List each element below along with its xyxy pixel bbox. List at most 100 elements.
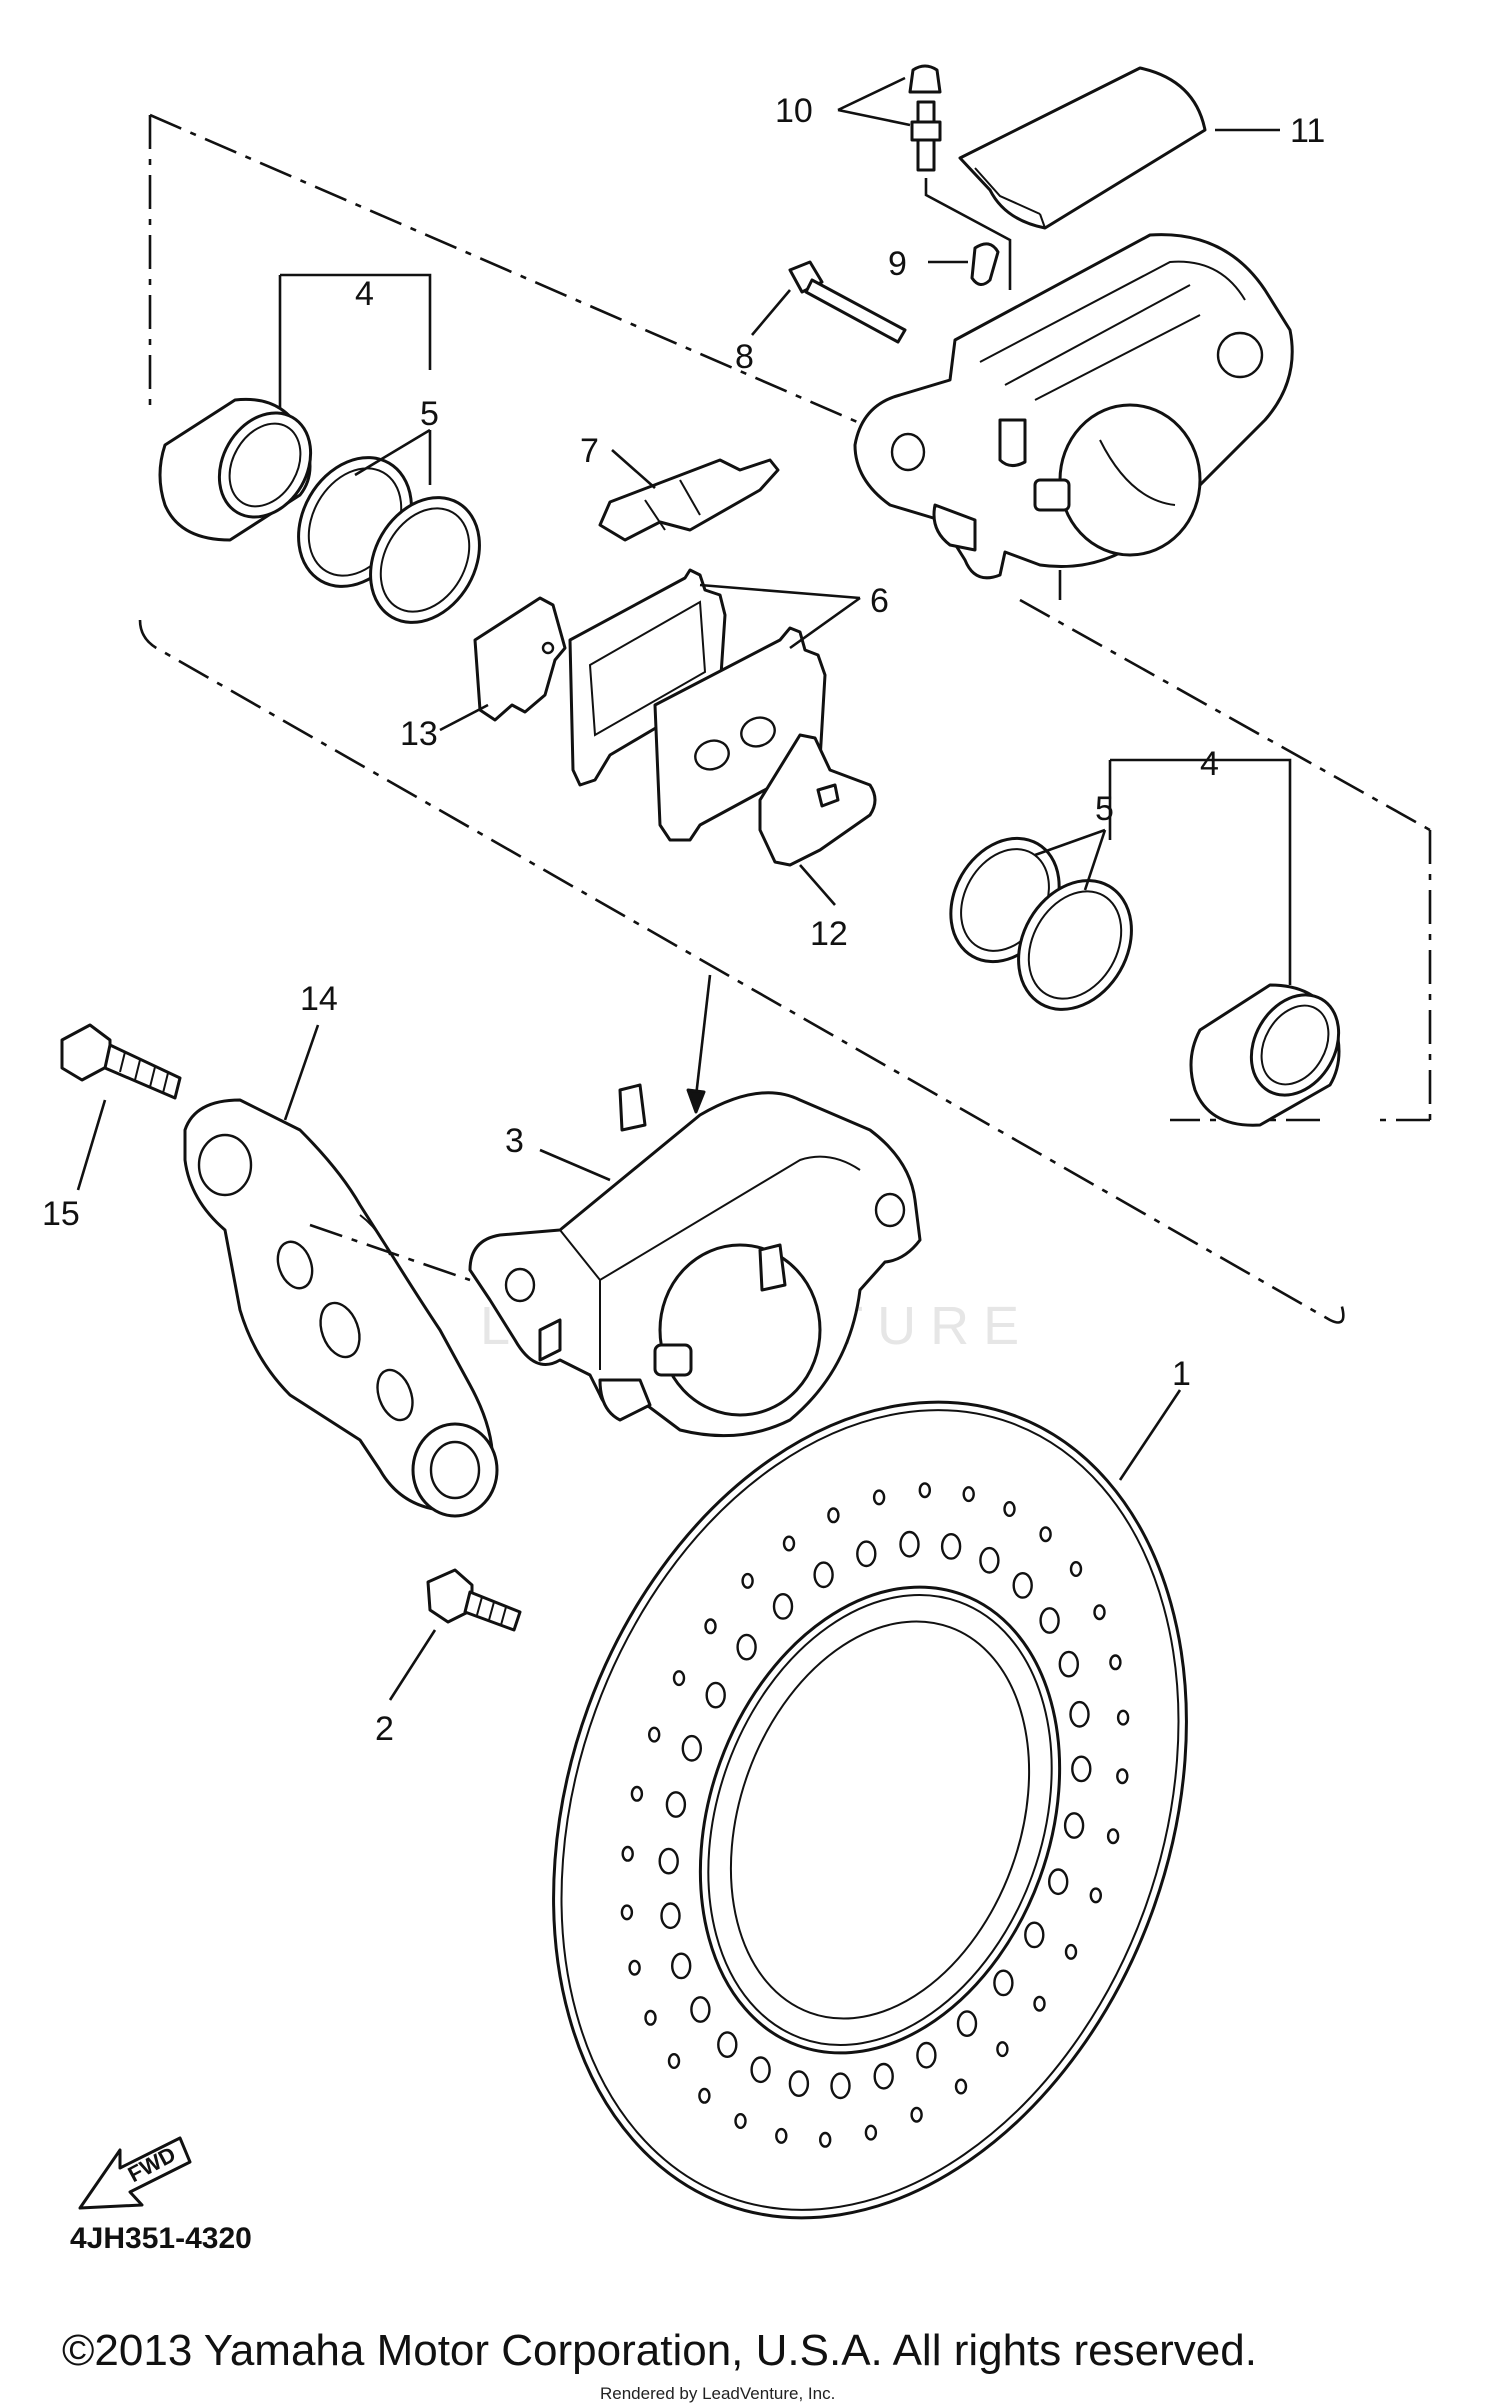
- callout-7: 7: [580, 432, 599, 470]
- disc-hole: [750, 2056, 771, 2084]
- bolt-part-15[interactable]: [60, 1023, 182, 1100]
- disc-hole: [819, 2131, 832, 2148]
- bleed-screw-part-10[interactable]: [908, 64, 1012, 290]
- pad-shim-part-12[interactable]: [758, 733, 877, 867]
- disc-hole: [788, 2070, 810, 2098]
- disc-hole: [741, 1572, 754, 1589]
- pad-pin-part-8[interactable]: [788, 260, 907, 344]
- callout-8: 8: [735, 338, 754, 376]
- disc-hole: [1033, 1995, 1046, 2012]
- disc-hole: [620, 1904, 634, 1921]
- disc-hole: [827, 1507, 840, 1524]
- disc-hole: [873, 2062, 894, 2090]
- disc-hole: [775, 2127, 788, 2144]
- pad-spring-part-7[interactable]: [598, 458, 780, 542]
- callout-4-lower: 4: [1200, 745, 1219, 783]
- disc-hole: [940, 1533, 962, 1560]
- disc-hole: [910, 2106, 923, 2123]
- disc-hole: [660, 1902, 681, 1930]
- callout-15: 15: [42, 1195, 80, 1233]
- piston-part-4-lower[interactable]: [1189, 979, 1356, 1127]
- disc-hole: [918, 1482, 931, 1499]
- disc-hole: [864, 2124, 878, 2141]
- disc-hole: [830, 2072, 851, 2100]
- disc-hole: [916, 2041, 937, 2069]
- disc-hole: [734, 2112, 747, 2129]
- disc-hole: [1116, 1709, 1130, 1726]
- brake-disc-part-1[interactable]: [444, 1313, 1295, 2308]
- callout-9: 9: [888, 245, 907, 283]
- pad-shim-part-13[interactable]: [473, 596, 567, 722]
- disc-hole: [1003, 1500, 1016, 1517]
- callout-1: 1: [1172, 1355, 1191, 1393]
- disc-hole: [1039, 1607, 1060, 1634]
- disc-hole: [1106, 1828, 1120, 1845]
- callout-4-upper: 4: [355, 275, 374, 313]
- disc-hole: [630, 1785, 644, 1802]
- forward-direction-arrow: FWD: [78, 2136, 192, 2210]
- disc-ventilation-holes: [620, 1482, 1130, 2148]
- disc-hole: [1039, 1526, 1052, 1543]
- disc-hole: [1093, 1604, 1106, 1621]
- callout-10: 10: [775, 92, 813, 130]
- disc-hole: [658, 1847, 679, 1875]
- brake-pads-part-6[interactable]: [568, 568, 827, 842]
- callout-11: 11: [1290, 112, 1325, 150]
- disc-hole: [899, 1530, 920, 1558]
- disc-hole: [1071, 1755, 1092, 1783]
- callout-6: 6: [870, 582, 889, 620]
- leader-lines: [76, 76, 1292, 1701]
- disc-hole: [1116, 1768, 1129, 1785]
- disc-hole: [671, 1952, 692, 1980]
- pin-clip-part-9[interactable]: [970, 242, 1000, 286]
- caliper-bracket-part-14[interactable]: [183, 1098, 499, 1518]
- disc-hole: [717, 2031, 738, 2059]
- disc-hole: [1064, 1943, 1078, 1960]
- piston-seal-part-5-upper[interactable]: [276, 437, 501, 642]
- disc-hole: [628, 1959, 641, 1976]
- disc-hole: [705, 1681, 726, 1709]
- disc-hole: [1069, 1560, 1083, 1577]
- piston-seal-part-5-lower[interactable]: [929, 819, 1154, 1030]
- disc-hole: [736, 1633, 757, 1661]
- disc-hole: [672, 1670, 686, 1687]
- disc-hole: [644, 2009, 657, 2026]
- copyright-notice: ©2013 Yamaha Motor Corporation, U.S.A. A…: [62, 2326, 1257, 2375]
- disc-hole: [979, 1546, 1000, 1574]
- disc-hole: [1109, 1654, 1122, 1671]
- disc-hole: [813, 1561, 834, 1589]
- diagram-code: 4JH351-4320: [70, 2222, 252, 2255]
- callout-13: 13: [400, 715, 438, 753]
- disc-hole: [856, 1540, 877, 1568]
- disc-hole: [1063, 1812, 1085, 1839]
- disc-hole: [1058, 1650, 1080, 1678]
- callout-5-lower: 5: [1095, 790, 1114, 828]
- rendered-by-notice: Rendered by LeadVenture, Inc.: [600, 2384, 836, 2403]
- disc-hole: [690, 1996, 711, 2023]
- disc-hole: [665, 1791, 687, 1818]
- disc-hole: [772, 1593, 794, 1620]
- disc-hole: [956, 2010, 978, 2038]
- callout-5-upper: 5: [420, 395, 439, 433]
- piston-part-4-upper[interactable]: [158, 396, 329, 542]
- disc-hole: [704, 1618, 717, 1635]
- disc-hole: [648, 1726, 661, 1743]
- callout-3: 3: [505, 1122, 524, 1160]
- bolt-part-2[interactable]: [426, 1568, 522, 1632]
- brake-caliper-assembly-part-3[interactable]: [468, 1083, 922, 1438]
- callout-labels: 1 2 3 4 4 5 5 6 7 8 9 10 11 12 13 14 15: [42, 92, 1325, 1748]
- disc-hole: [681, 1734, 702, 1762]
- disc-hole: [962, 1486, 975, 1503]
- disc-hole: [621, 1845, 634, 1862]
- disc-hole: [954, 2078, 968, 2095]
- disc-hole: [996, 2041, 1009, 2058]
- brake-caliper-upper[interactable]: [853, 233, 1294, 580]
- disc-hole: [667, 2052, 681, 2069]
- caliper-cover-part-11[interactable]: [958, 66, 1207, 230]
- disc-hole: [993, 1969, 1014, 1997]
- disc-hole: [1024, 1921, 1045, 1949]
- disc-hole: [1047, 1868, 1069, 1896]
- disc-hole: [1089, 1887, 1103, 1904]
